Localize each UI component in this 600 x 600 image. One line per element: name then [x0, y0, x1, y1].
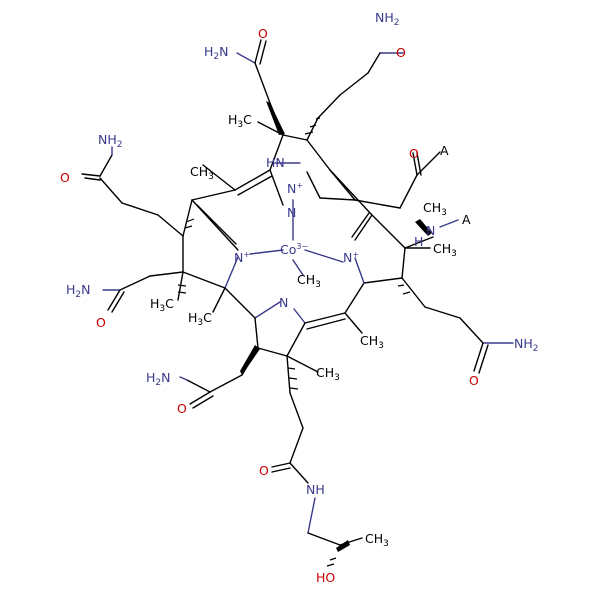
- atom-nh2-top-left: H2N: [204, 44, 229, 62]
- atom-nh2-right-low: NH2: [514, 336, 538, 354]
- atom-n-left-plus: N+: [234, 250, 250, 265]
- atom-n-imidazole-plus: N+: [287, 181, 303, 196]
- atom-n-bottom: N: [279, 295, 288, 310]
- atom-hn-imidazole: HN: [266, 155, 285, 170]
- atom-o-top-right: O: [396, 45, 406, 60]
- atom-nh2-left-upper: NH2: [98, 132, 122, 150]
- atom-o-right-low: O: [469, 373, 479, 388]
- atom-nh2-top-right: NH2: [375, 10, 399, 28]
- atom-co: Co3−: [280, 242, 308, 257]
- atom-ch3-bottom: CH3: [316, 365, 340, 383]
- bond-skeleton: [81, 39, 514, 546]
- atom-h2n-left-mid: H2N: [66, 282, 91, 300]
- atom-o-right-amide: O: [409, 146, 419, 161]
- atom-n-right-a: N: [426, 223, 435, 238]
- atom-o-left-mid: O: [96, 315, 106, 330]
- atom-a-top: A: [440, 143, 449, 158]
- atom-h3c-left-ring2: H3C: [188, 310, 212, 328]
- atom-o-top-left: O: [258, 26, 268, 41]
- atom-ch3-right-top: CH3: [423, 200, 447, 218]
- atom-ch3-meso-left: CH3: [190, 164, 214, 182]
- atom-ch3-tail: CH3: [365, 531, 389, 549]
- atom-h3c-left-ring: H3C: [150, 296, 174, 314]
- atom-ho-tail: HO: [316, 570, 335, 585]
- atom-n-imidazole: N: [287, 205, 296, 220]
- stereo-bonds: [177, 101, 432, 567]
- atom-h2n-bottom-left: H2N: [146, 370, 171, 388]
- atom-nh-bottom: NH: [306, 482, 325, 497]
- atom-ch3-co: CH3: [297, 272, 321, 290]
- atom-labels: H2N O NH2 O H3C NH2 O CH3 HN N+ N O A CH…: [60, 10, 538, 585]
- atom-o-bottom: O: [259, 463, 269, 478]
- atom-o-left-upper: O: [60, 170, 70, 185]
- atom-ch3-right-ring: CH3: [433, 241, 457, 259]
- atom-o-bottom-left: O: [177, 401, 187, 416]
- atom-a-right: A: [462, 212, 471, 227]
- atom-ch3-top: H3C: [228, 112, 252, 130]
- atom-h-right: H: [414, 234, 423, 249]
- atom-ch3-meso-right: CH3: [360, 333, 384, 351]
